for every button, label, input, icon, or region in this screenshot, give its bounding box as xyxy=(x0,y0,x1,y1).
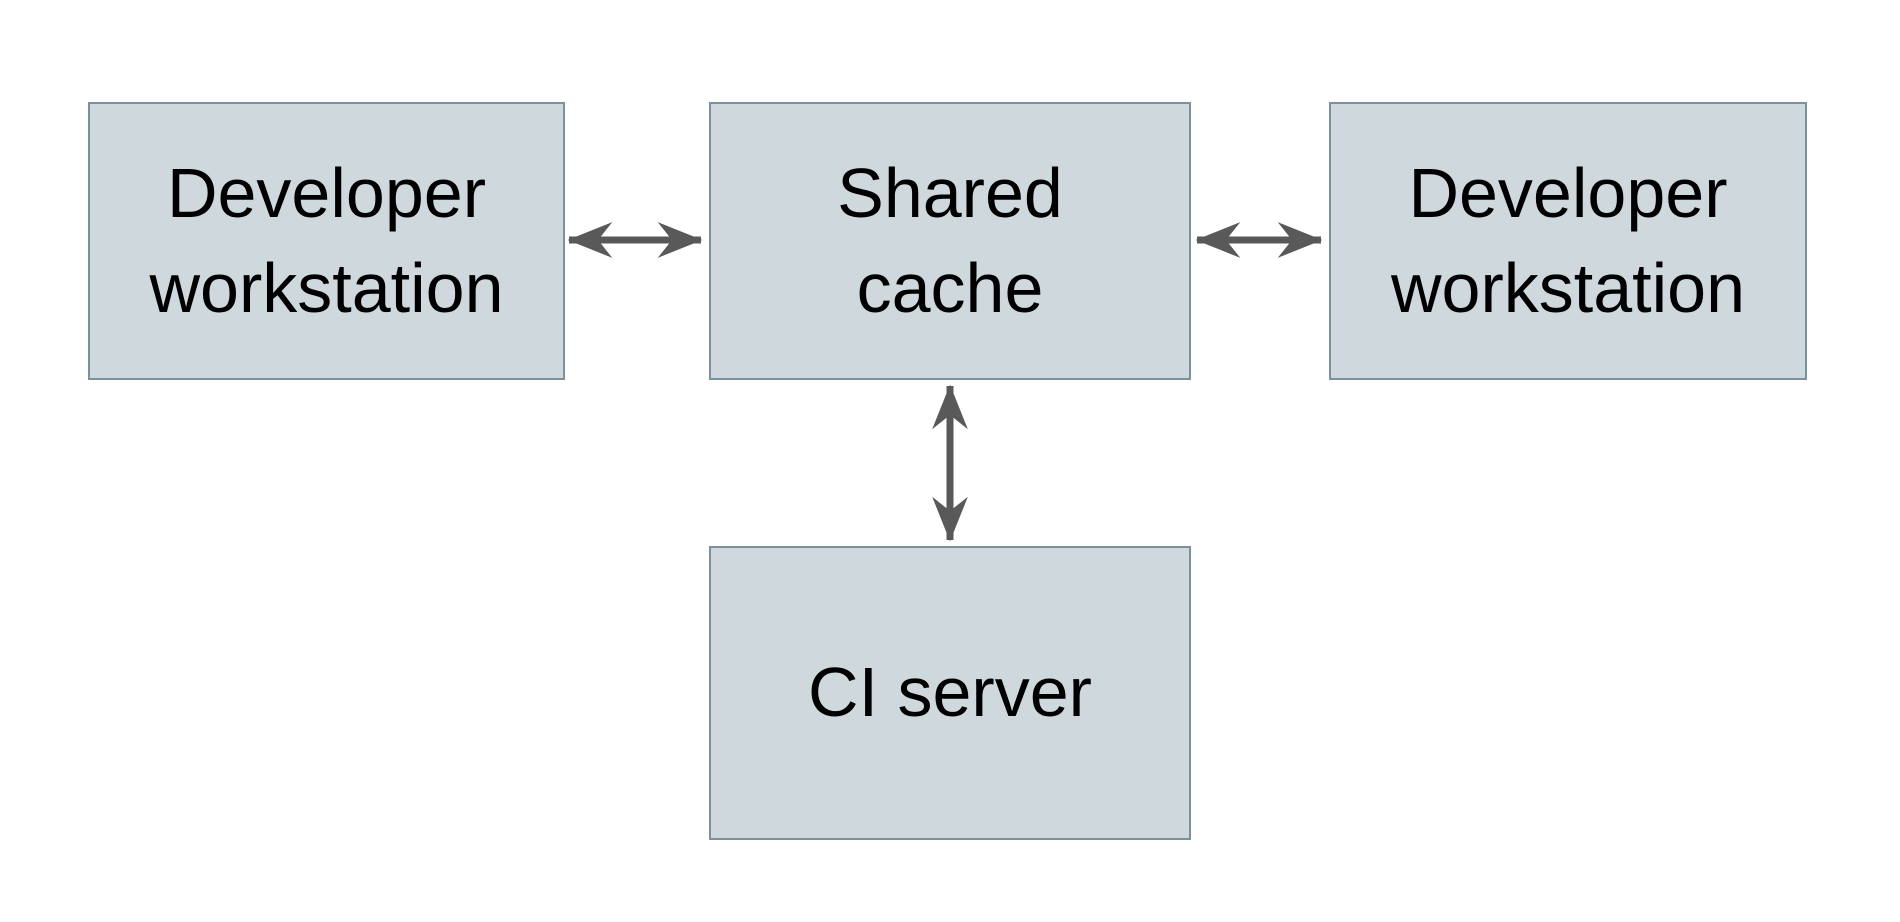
node-label: Developer workstation xyxy=(149,153,504,327)
node-label: Shared cache xyxy=(837,153,1063,327)
node-developer-workstation-left: Developer workstation xyxy=(88,102,565,380)
node-ci-server: CI server xyxy=(709,546,1191,840)
node-shared-cache: Shared cache xyxy=(709,102,1191,380)
node-developer-workstation-right: Developer workstation xyxy=(1329,102,1807,380)
node-label: CI server xyxy=(808,653,1092,732)
node-label: Developer workstation xyxy=(1390,153,1746,327)
